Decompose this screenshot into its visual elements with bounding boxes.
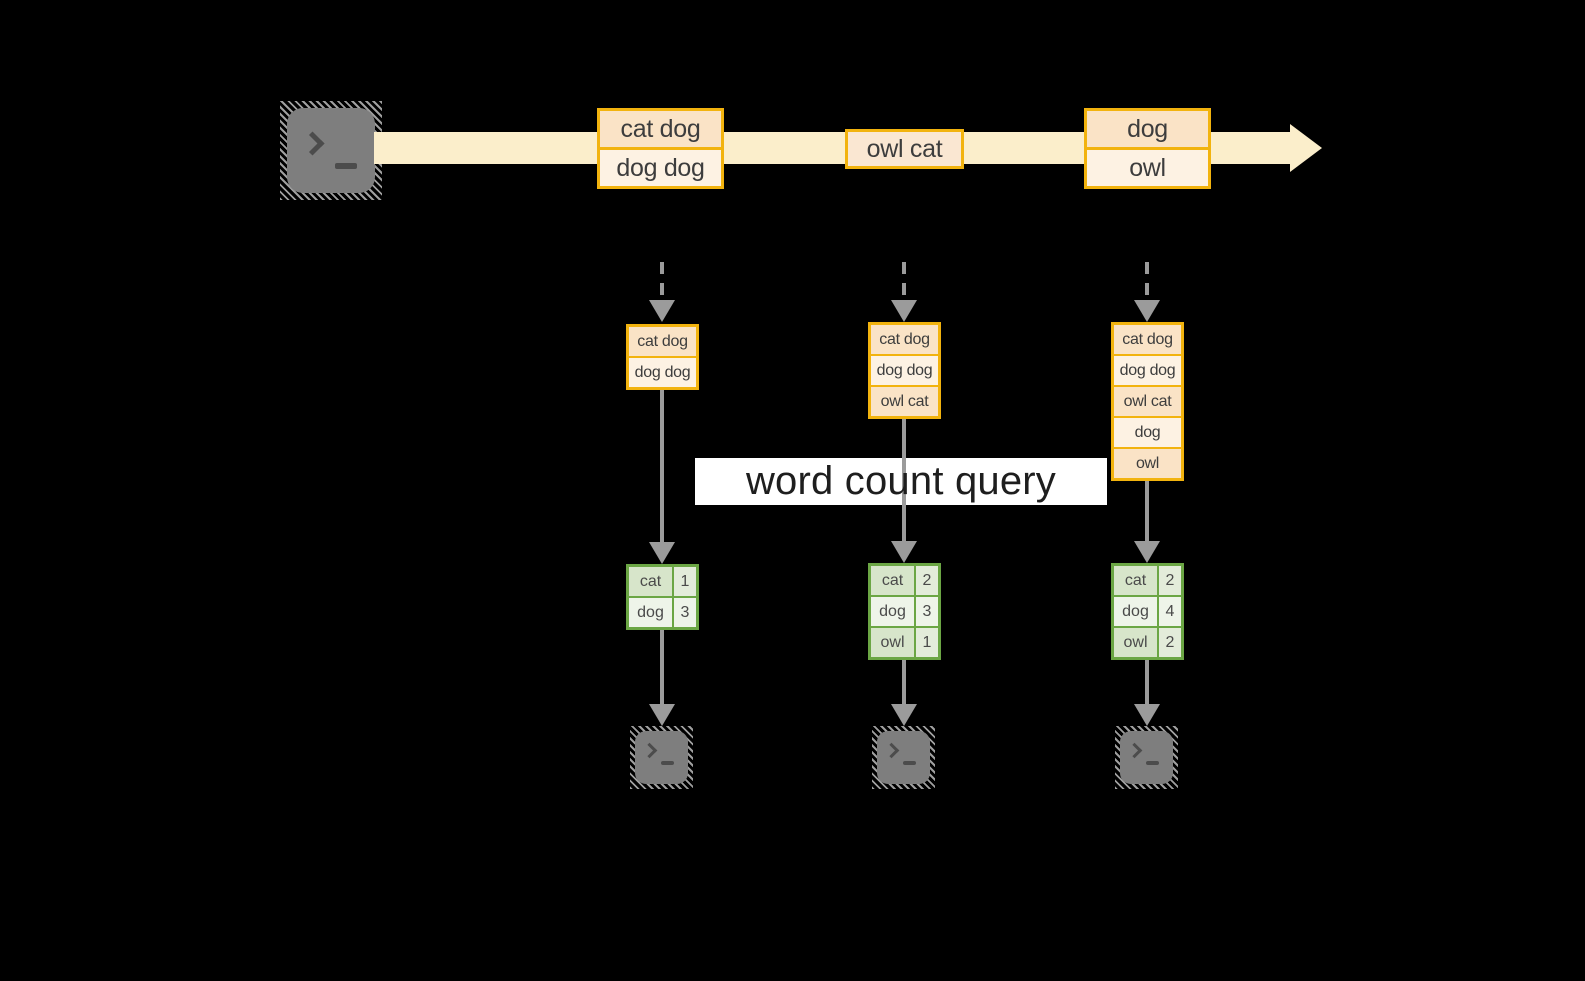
stream-event-box-3: dog owl xyxy=(1084,108,1211,189)
buffer-stack-2: cat dog dog dog owl cat xyxy=(868,322,941,419)
buffer-row: dog dog xyxy=(629,358,696,387)
count-cell: 3 xyxy=(674,598,696,627)
terminal-icon xyxy=(1120,731,1173,784)
table-row: dog 3 xyxy=(871,597,938,626)
buffer-row: dog dog xyxy=(1114,356,1181,385)
word-cell: owl xyxy=(1114,628,1157,657)
terminal-icon xyxy=(287,108,375,193)
flow-arrow-line xyxy=(1145,660,1149,704)
flow-arrowhead-icon xyxy=(649,542,675,564)
event-label: dog xyxy=(1087,111,1208,147)
buffer-row: dog dog xyxy=(871,356,938,385)
buffer-row: cat dog xyxy=(1114,325,1181,354)
count-cell: 2 xyxy=(916,566,938,595)
dashed-arrow-line xyxy=(660,262,664,302)
prompt-underscore-icon xyxy=(903,761,916,765)
event-label: owl xyxy=(1087,150,1208,186)
prompt-chevron-icon xyxy=(300,131,325,156)
buffer-stack-1: cat dog dog dog xyxy=(626,324,699,390)
buffer-row: owl xyxy=(1114,449,1181,478)
flow-arrowhead-icon xyxy=(649,704,675,726)
word-cell: owl xyxy=(871,628,914,657)
source-terminal-icon xyxy=(280,101,382,200)
word-cell: dog xyxy=(1114,597,1157,626)
wordcount-table-3: cat 2 dog 4 owl 2 xyxy=(1111,563,1184,660)
flow-arrow-line xyxy=(902,419,906,541)
terminal-icon xyxy=(877,731,930,784)
count-cell: 1 xyxy=(674,567,696,596)
table-row: cat 2 xyxy=(1114,566,1181,595)
count-cell: 2 xyxy=(1159,628,1181,657)
event-label: dog dog xyxy=(600,150,721,186)
buffer-row: owl cat xyxy=(871,387,938,416)
wordcount-table-2: cat 2 dog 3 owl 1 xyxy=(868,563,941,660)
table-row: owl 2 xyxy=(1114,628,1181,657)
stream-arrowhead-icon xyxy=(1290,124,1322,172)
prompt-underscore-icon xyxy=(1146,761,1159,765)
query-band xyxy=(695,458,1107,505)
flow-arrow-line xyxy=(902,660,906,704)
word-cell: cat xyxy=(629,567,672,596)
flow-arrow-line xyxy=(660,390,664,542)
buffer-row: cat dog xyxy=(871,325,938,354)
count-cell: 4 xyxy=(1159,597,1181,626)
prompt-chevron-icon xyxy=(641,742,658,759)
flow-arrow-line xyxy=(1145,481,1149,541)
flow-arrowhead-icon xyxy=(1134,704,1160,726)
stream-event-box-1: cat dog dog dog xyxy=(597,108,724,189)
buffer-stack-3: cat dog dog dog owl cat dog owl xyxy=(1111,322,1184,481)
terminal-icon xyxy=(635,731,688,784)
prompt-chevron-icon xyxy=(883,742,900,759)
dashed-arrowhead-icon xyxy=(1134,300,1160,322)
stream-event-box-2: owl cat xyxy=(845,129,964,169)
buffer-row: owl cat xyxy=(1114,387,1181,416)
count-cell: 3 xyxy=(916,597,938,626)
prompt-chevron-icon xyxy=(1126,742,1143,759)
buffer-row: dog xyxy=(1114,418,1181,447)
query-label: word count query xyxy=(745,458,1057,503)
dashed-arrow-line xyxy=(1145,262,1149,302)
prompt-underscore-icon xyxy=(661,761,674,765)
flow-arrow-line xyxy=(660,630,664,704)
wordcount-table-1: cat 1 dog 3 xyxy=(626,564,699,630)
sink-terminal-icon xyxy=(872,726,935,789)
flow-arrowhead-icon xyxy=(1134,541,1160,563)
count-cell: 2 xyxy=(1159,566,1181,595)
dashed-arrowhead-icon xyxy=(649,300,675,322)
event-label: cat dog xyxy=(600,111,721,147)
count-cell: 1 xyxy=(916,628,938,657)
prompt-underscore-icon xyxy=(335,163,357,169)
table-row: cat 2 xyxy=(871,566,938,595)
table-row: dog 3 xyxy=(629,598,696,627)
flow-arrowhead-icon xyxy=(891,704,917,726)
sink-terminal-icon xyxy=(630,726,693,789)
sink-terminal-icon xyxy=(1115,726,1178,789)
buffer-row: cat dog xyxy=(629,327,696,356)
word-cell: cat xyxy=(871,566,914,595)
table-row: dog 4 xyxy=(1114,597,1181,626)
table-row: owl 1 xyxy=(871,628,938,657)
flow-arrowhead-icon xyxy=(891,541,917,563)
word-cell: dog xyxy=(629,598,672,627)
event-label: owl cat xyxy=(848,132,961,166)
word-cell: cat xyxy=(1114,566,1157,595)
table-row: cat 1 xyxy=(629,567,696,596)
dashed-arrow-line xyxy=(902,262,906,302)
dashed-arrowhead-icon xyxy=(891,300,917,322)
word-cell: dog xyxy=(871,597,914,626)
